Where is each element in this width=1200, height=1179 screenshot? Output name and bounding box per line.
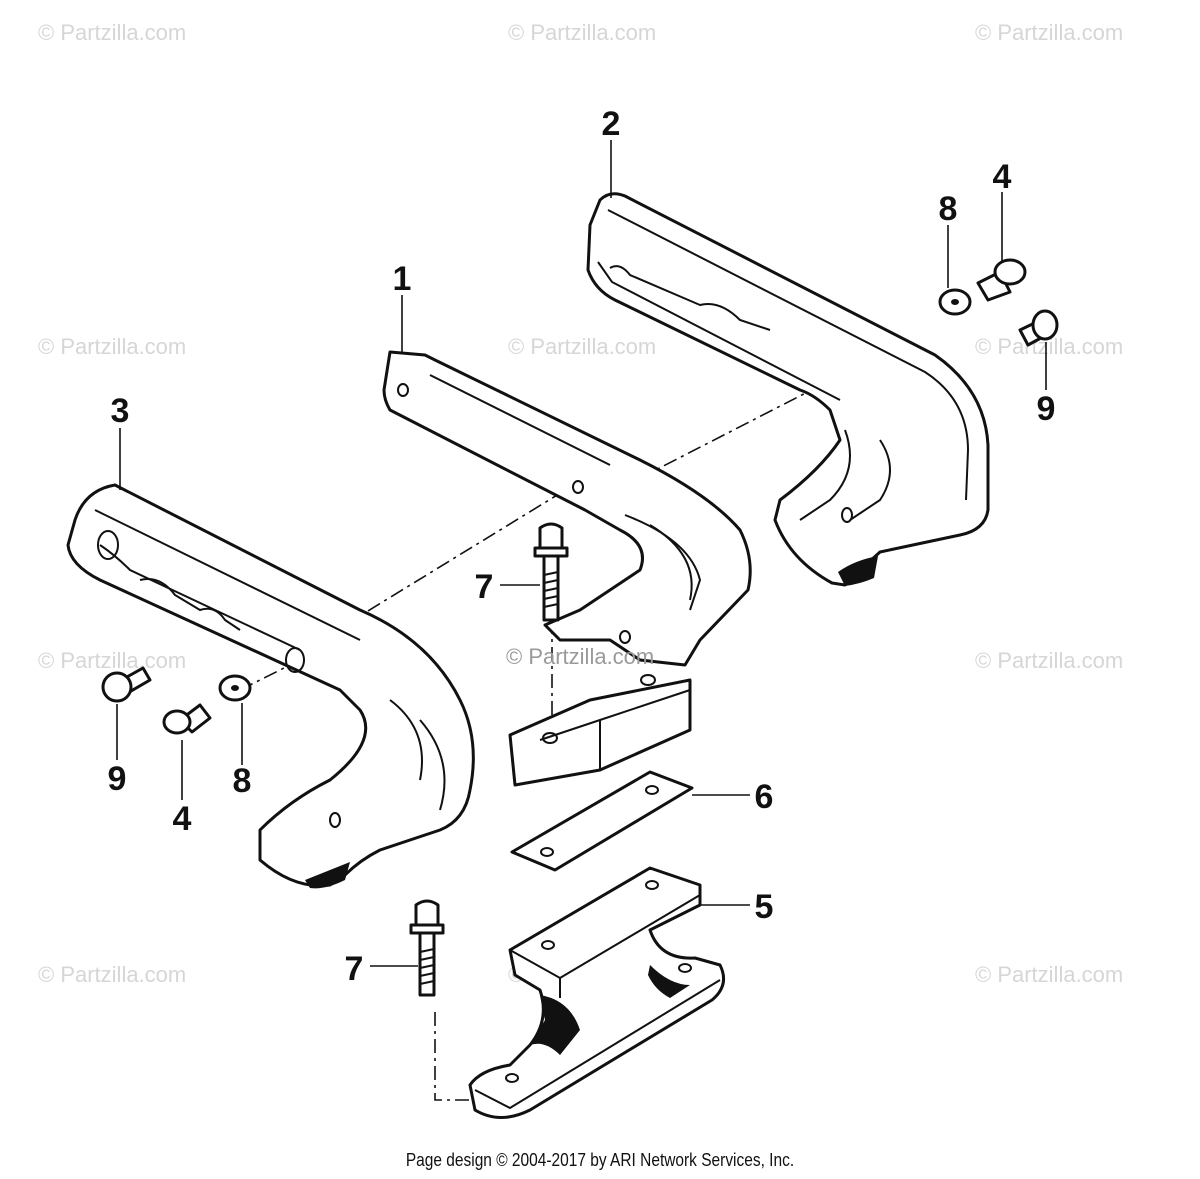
bolt-upper [533, 522, 569, 622]
watermark-center: © Partzilla.com [506, 644, 655, 669]
watermark: © Partzilla.com [38, 20, 187, 45]
bolt-lower [409, 899, 445, 997]
callout-8: 8 [939, 190, 958, 228]
callout-5: 5 [755, 888, 774, 926]
watermark: © Partzilla.com [38, 334, 187, 359]
watermark: © Partzilla.com [975, 20, 1124, 45]
washer-left [218, 674, 252, 702]
callout-9: 9 [1037, 390, 1056, 428]
grab-handle-left [66, 483, 475, 889]
center-line [344, 477, 586, 626]
callout-1: 1 [393, 260, 412, 298]
watermark: © Partzilla.com [38, 648, 187, 673]
callout-9: 9 [108, 760, 127, 798]
shim-plate [510, 770, 694, 872]
clamp-lower [468, 866, 726, 1119]
callout-8: 8 [233, 762, 252, 800]
callout-7: 7 [475, 568, 494, 606]
callout-3: 3 [111, 392, 130, 430]
watermark: © Partzilla.com [975, 962, 1124, 987]
callout-4: 4 [173, 800, 192, 838]
watermark: © Partzilla.com [508, 334, 657, 359]
grab-handle-right [586, 192, 990, 587]
washer-right [938, 288, 972, 316]
center-line [639, 359, 871, 479]
screw-left [162, 703, 212, 735]
footer-copyright: Page design © 2004-2017 by ARI Network S… [405, 1150, 795, 1170]
rivet-left [101, 666, 152, 703]
bracket-lower-block [508, 674, 692, 787]
screw-right [976, 258, 1027, 302]
rivet-right [1018, 309, 1059, 347]
bracket-main [382, 350, 752, 667]
watermark: © Partzilla.com [38, 962, 187, 987]
watermark: © Partzilla.com [975, 648, 1124, 673]
watermark: © Partzilla.com [508, 20, 657, 45]
callout-4: 4 [993, 158, 1012, 196]
callout-7: 7 [345, 950, 364, 988]
callout-6: 6 [755, 778, 774, 816]
callout-2: 2 [602, 105, 621, 143]
